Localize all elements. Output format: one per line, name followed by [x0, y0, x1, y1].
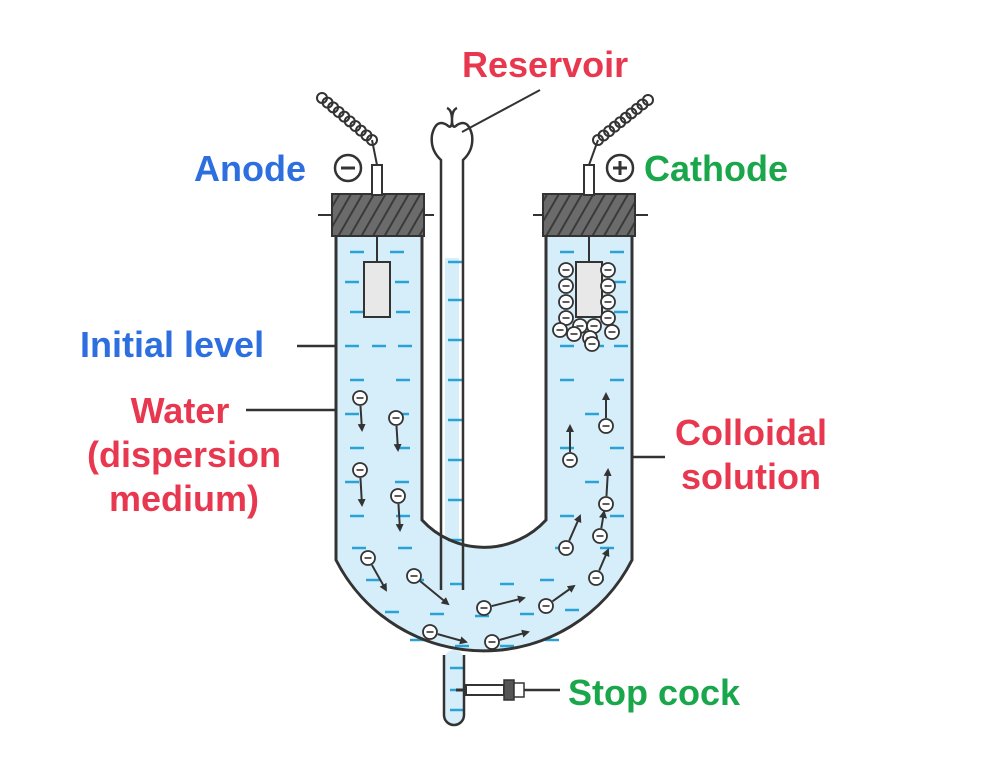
cluster-particle: [586, 318, 602, 334]
cluster-particle: [584, 336, 600, 352]
motion-arrow-icon: [551, 584, 576, 603]
moving-particle: [562, 424, 578, 468]
motion-arrow-icon: [568, 514, 582, 542]
drain-tube: [442, 655, 466, 727]
cathode-sign-icon: [605, 153, 635, 183]
drain-liquid: [444, 650, 464, 725]
motion-arrow-icon: [395, 503, 404, 532]
coiled-wires: [316, 92, 655, 166]
water-label-line1: Water: [130, 390, 230, 431]
moving-particle: [592, 510, 608, 544]
coil-wire: [592, 94, 655, 146]
cathode-wire: [588, 139, 599, 166]
motion-arrow-icon: [499, 629, 530, 641]
u-tube-outer-wall: [334, 236, 634, 653]
initial-level-label: Initial level: [80, 324, 265, 365]
right-stopper: [542, 193, 636, 237]
motion-arrow-icon: [393, 425, 402, 452]
moving-particle: [558, 514, 582, 556]
moving-particles: [352, 390, 614, 650]
cluster-particle: [600, 262, 616, 278]
cathode-label: Cathode: [644, 148, 788, 189]
motion-arrow-icon: [598, 548, 610, 572]
cluster-particle: [600, 278, 616, 294]
reservoir-tube: [430, 106, 474, 590]
coil-wire: [316, 92, 379, 146]
u-tube-inner-wall: [420, 236, 548, 549]
moving-particle: [538, 584, 576, 614]
motion-arrow-icon: [357, 477, 366, 507]
stop-cock-valve: [456, 679, 525, 701]
anode-wire: [371, 139, 378, 166]
reservoir-leader: [461, 89, 541, 133]
water-label-line3: medium): [108, 478, 259, 519]
cluster-particle: [558, 294, 574, 310]
motion-arrow-icon: [599, 510, 607, 529]
cluster-particle: [552, 322, 568, 338]
motion-arrow-icon: [371, 564, 387, 592]
cluster-particle: [558, 278, 574, 294]
cathode-plate: [575, 261, 603, 318]
anode-label: Anode: [194, 148, 306, 189]
left-stopper: [331, 193, 425, 237]
water-label-line2: (dispersion: [86, 434, 282, 475]
moving-particle: [390, 488, 406, 532]
motion-arrow-icon: [357, 405, 366, 432]
motion-arrow-icon: [419, 580, 450, 606]
reservoir-label: Reservoir: [462, 44, 629, 85]
moving-particle: [406, 568, 450, 606]
moving-particle: [476, 595, 526, 616]
anode-rod: [371, 164, 383, 196]
cluster-particle: [604, 324, 620, 340]
cluster-particle: [600, 294, 616, 310]
cathode-rod: [583, 164, 595, 196]
particle-cluster-at-cathode: [552, 262, 620, 352]
moving-particle: [360, 550, 387, 592]
motion-arrow-icon: [437, 633, 468, 645]
anode-plate: [363, 261, 391, 318]
moving-particle: [588, 548, 610, 586]
moving-particle: [422, 624, 468, 645]
moving-particle: [352, 390, 368, 432]
moving-particle: [484, 629, 530, 650]
motion-arrow-icon: [491, 595, 526, 608]
cluster-particle: [600, 310, 616, 326]
moving-particle: [388, 410, 404, 452]
reservoir-liquid: [445, 258, 459, 558]
anode-sign-icon: [333, 153, 363, 183]
motion-arrow-icon: [603, 468, 612, 497]
moving-particle: [352, 462, 368, 507]
cluster-particle: [566, 326, 582, 342]
colloidal-label-line1: Colloidal: [675, 412, 827, 453]
cluster-particle: [558, 262, 574, 278]
colloidal-label-line2: solution: [681, 456, 821, 497]
stop-cock-label: Stop cock: [568, 672, 741, 713]
moving-particle: [598, 392, 614, 434]
